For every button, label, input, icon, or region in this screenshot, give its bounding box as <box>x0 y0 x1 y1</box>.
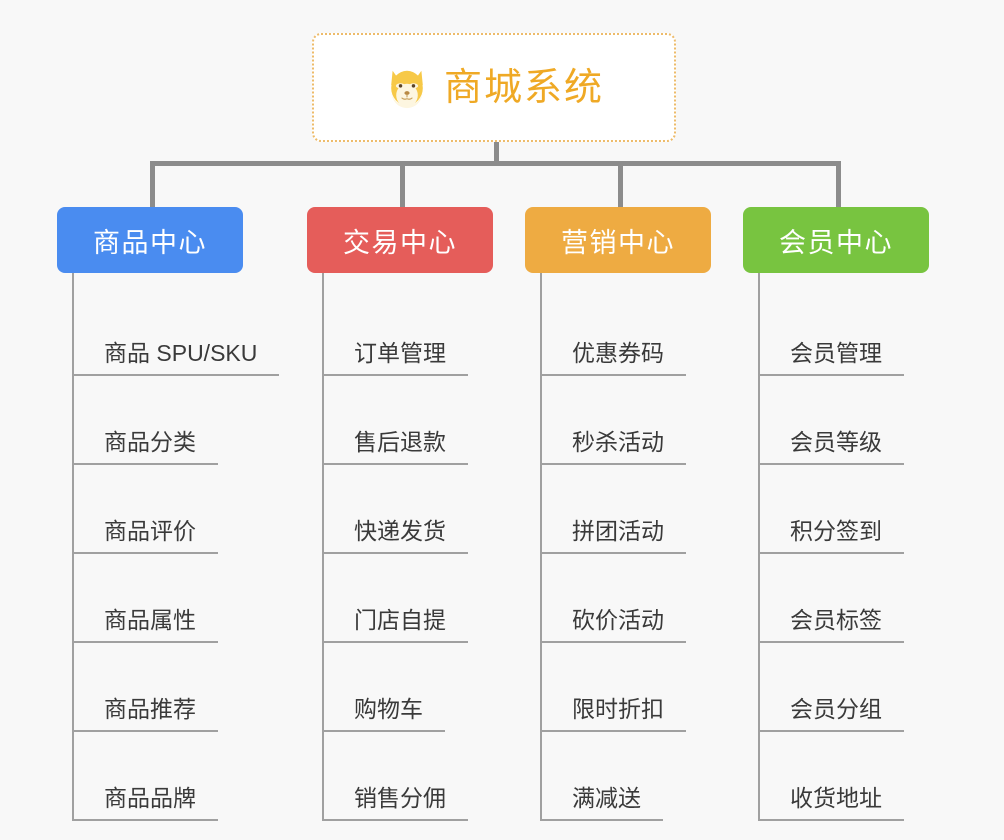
leaf-item[interactable]: 会员等级 <box>743 376 929 465</box>
leaf-item-label: 商品推荐 <box>72 698 218 732</box>
leaf-item[interactable]: 购物车 <box>307 643 493 732</box>
category-header-label: 会员中心 <box>779 227 893 258</box>
leaf-item-label: 订单管理 <box>322 342 468 376</box>
leaf-list-member: 会员管理 会员等级 积分签到 会员标签 会员分组 收货地址 <box>743 273 929 821</box>
connector-root-stem <box>494 142 499 166</box>
leaf-list-marketing: 优惠券码 秒杀活动 拼团活动 砍价活动 限时折扣 满减送 <box>525 273 711 821</box>
category-column-marketing: 营销中心 优惠券码 秒杀活动 拼团活动 砍价活动 限时折扣 满减送 <box>525 207 711 821</box>
leaf-item-label: 满减送 <box>540 787 663 821</box>
leaf-item[interactable]: 销售分佣 <box>307 732 493 821</box>
category-header-product[interactable]: 商品中心 <box>57 207 243 273</box>
leaf-item-label: 会员等级 <box>758 431 904 465</box>
category-header-member[interactable]: 会员中心 <box>743 207 929 273</box>
leaf-item[interactable]: 商品推荐 <box>57 643 279 732</box>
leaf-item[interactable]: 积分签到 <box>743 465 929 554</box>
leaf-item-label: 优惠券码 <box>540 342 686 376</box>
leaf-list-trade: 订单管理 售后退款 快递发货 门店自提 购物车 销售分佣 <box>307 273 493 821</box>
leaf-item-label: 商品分类 <box>72 431 218 465</box>
category-column-product: 商品中心 商品 SPU/SKU 商品分类 商品评价 商品属性 商品推荐 商品品牌 <box>57 207 280 821</box>
leaf-item-label: 积分签到 <box>758 520 904 554</box>
category-header-label: 商品中心 <box>93 227 207 258</box>
leaf-item-label: 购物车 <box>322 698 445 732</box>
leaf-item-label: 商品品牌 <box>72 787 218 821</box>
leaf-item[interactable]: 限时折扣 <box>525 643 711 732</box>
connector-drop-营销中心 <box>618 161 623 207</box>
leaf-trunk-line <box>758 273 760 821</box>
category-column-trade: 交易中心 订单管理 售后退款 快递发货 门店自提 购物车 销售分佣 <box>307 207 493 821</box>
leaf-item-label: 砍价活动 <box>540 609 686 643</box>
category-header-trade[interactable]: 交易中心 <box>307 207 493 273</box>
leaf-item[interactable]: 会员分组 <box>743 643 929 732</box>
leaf-item-label: 商品属性 <box>72 609 218 643</box>
leaf-item-label: 快递发货 <box>322 520 468 554</box>
shiba-dog-icon <box>384 65 430 111</box>
leaf-trunk-line <box>72 273 74 821</box>
leaf-item[interactable]: 满减送 <box>525 732 711 821</box>
leaf-item[interactable]: 商品品牌 <box>57 732 279 821</box>
leaf-item[interactable]: 商品评价 <box>57 465 279 554</box>
connector-horizontal-bar <box>150 161 840 166</box>
root-node-content: 商城系统 <box>384 65 604 111</box>
leaf-item-label: 秒杀活动 <box>540 431 686 465</box>
leaf-list-product: 商品 SPU/SKU 商品分类 商品评价 商品属性 商品推荐 商品品牌 <box>57 273 280 821</box>
leaf-trunk-line <box>322 273 324 821</box>
leaf-item[interactable]: 售后退款 <box>307 376 493 465</box>
category-header-label: 营销中心 <box>561 227 675 258</box>
connector-drop-会员中心 <box>836 161 841 207</box>
leaf-item-label: 收货地址 <box>758 787 904 821</box>
leaf-item-label: 门店自提 <box>322 609 468 643</box>
leaf-item[interactable]: 门店自提 <box>307 554 493 643</box>
leaf-item-label: 会员管理 <box>758 342 904 376</box>
category-header-marketing[interactable]: 营销中心 <box>525 207 711 273</box>
leaf-item-label: 销售分佣 <box>322 787 468 821</box>
category-column-member: 会员中心 会员管理 会员等级 积分签到 会员标签 会员分组 收货地址 <box>743 207 929 821</box>
leaf-item[interactable]: 订单管理 <box>307 287 493 376</box>
leaf-item[interactable]: 拼团活动 <box>525 465 711 554</box>
leaf-item-label: 会员分组 <box>758 698 904 732</box>
leaf-item[interactable]: 快递发货 <box>307 465 493 554</box>
root-node-mall-system[interactable]: 商城系统 <box>312 33 676 142</box>
leaf-item-label: 限时折扣 <box>540 698 686 732</box>
leaf-item[interactable]: 砍价活动 <box>525 554 711 643</box>
leaf-item[interactable]: 会员管理 <box>743 287 929 376</box>
leaf-item-label: 会员标签 <box>758 609 904 643</box>
connector-drop-交易中心 <box>400 161 405 207</box>
leaf-item[interactable]: 秒杀活动 <box>525 376 711 465</box>
leaf-item[interactable]: 会员标签 <box>743 554 929 643</box>
category-header-label: 交易中心 <box>343 227 457 258</box>
connector-drop-商品中心 <box>150 161 155 207</box>
leaf-trunk-line <box>540 273 542 821</box>
leaf-item-label: 拼团活动 <box>540 520 686 554</box>
root-node-title: 商城系统 <box>443 66 604 109</box>
leaf-item-label: 商品 SPU/SKU <box>72 342 280 376</box>
leaf-item[interactable]: 商品 SPU/SKU <box>57 287 280 376</box>
leaf-item-label: 售后退款 <box>322 431 468 465</box>
leaf-item[interactable]: 优惠券码 <box>525 287 711 376</box>
leaf-item[interactable]: 收货地址 <box>743 732 929 821</box>
leaf-item[interactable]: 商品分类 <box>57 376 279 465</box>
leaf-item-label: 商品评价 <box>72 520 218 554</box>
leaf-item[interactable]: 商品属性 <box>57 554 279 643</box>
